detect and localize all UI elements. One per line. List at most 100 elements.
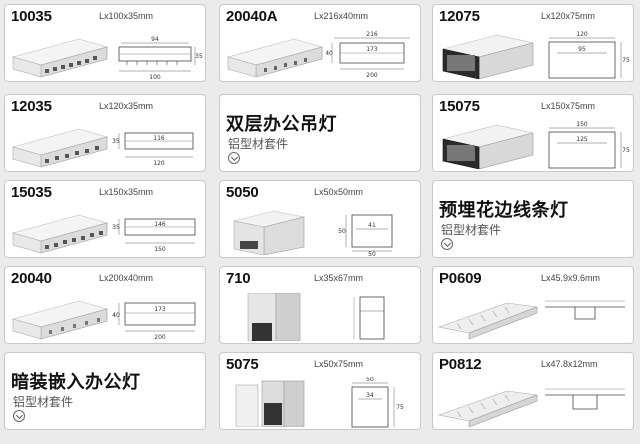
cross-section-drawing: 216 173 40 200 — [326, 29, 418, 81]
card-header: 15035 Lx150x35mm — [5, 181, 205, 207]
product-card-12035[interactable]: 12035 Lx120x35mm 116 35 120 — [4, 94, 206, 172]
dimension-value: 34 — [366, 392, 374, 399]
cross-section-drawing: 50 34 75 — [326, 377, 418, 429]
product-card-20040a[interactable]: 20040A Lx216x40mm 216 173 40 200 — [219, 4, 421, 82]
dimension-label: Lx120x35mm — [99, 101, 154, 111]
dimension-value: 41 — [368, 222, 376, 229]
card-header: 12035 Lx120x35mm — [5, 95, 205, 121]
product-card-710[interactable]: 710 Lx35x67mm — [219, 266, 421, 344]
card-header: 710 Lx35x67mm — [220, 267, 420, 293]
product-card-p0609[interactable]: P0609 Lx45.9x9.6mm — [432, 266, 634, 344]
dimension-value: 216 — [366, 31, 378, 38]
dimension-value: 146 — [154, 221, 166, 228]
cross-section-drawing: 120 95 75 — [539, 29, 631, 81]
dimension-label: Lx120x75mm — [541, 11, 596, 21]
dimension-value: 200 — [154, 334, 166, 341]
dimension-value: 35 — [112, 224, 120, 231]
profile-photo — [224, 207, 326, 255]
cross-section-drawing: 94 35 100 — [111, 29, 203, 81]
model-number: 5050 — [226, 184, 259, 201]
profile-photo — [437, 31, 539, 79]
model-number: 15075 — [439, 98, 480, 115]
profile-photo — [224, 293, 326, 341]
profile-photo — [437, 379, 539, 427]
card-header: P0812 Lx47.8x12mm — [433, 353, 633, 379]
category-title: 暗装嵌入办公灯 — [11, 372, 141, 393]
model-number: 20040A — [226, 8, 278, 25]
model-number: 12035 — [11, 98, 52, 115]
model-number: 12075 — [439, 8, 480, 25]
dimension-value: 120 — [576, 31, 588, 38]
product-card-15035[interactable]: 15035 Lx150x35mm 146 35 150 — [4, 180, 206, 258]
product-card-10035[interactable]: 10035 Lx100x35mm 94 35 100 — [4, 4, 206, 82]
chevron-down-icon[interactable] — [441, 238, 453, 250]
category-card-double-layer-pendant[interactable]: 双层办公吊灯 铝型材套件 — [219, 94, 421, 172]
dimension-value: 75 — [396, 404, 404, 411]
dimension-value: 35 — [112, 138, 120, 145]
dimension-value: 35 — [195, 53, 203, 60]
category-card-recessed-office-light[interactable]: 暗装嵌入办公灯 铝型材套件 — [4, 352, 206, 430]
product-card-5075[interactable]: 5075 Lx50x75mm 50 34 75 — [219, 352, 421, 430]
dimension-value: 40 — [112, 312, 120, 319]
model-number: 5075 — [226, 356, 259, 373]
dimension-value: 40 — [326, 50, 333, 57]
profile-photo — [224, 31, 326, 79]
dimension-label: Lx35x67mm — [314, 273, 364, 283]
category-subtitle: 铝型材套件 — [441, 223, 502, 237]
profile-photo — [9, 293, 111, 341]
model-number: 20040 — [11, 270, 52, 287]
chevron-down-icon[interactable] — [228, 152, 240, 164]
dimension-value: 125 — [576, 136, 588, 143]
card-header: 5075 Lx50x75mm — [220, 353, 420, 379]
dimension-label: Lx50x50mm — [314, 187, 364, 197]
card-header: 20040 Lx200x40mm — [5, 267, 205, 293]
dimension-value: 173 — [366, 46, 378, 53]
dimension-value: 50 — [338, 228, 346, 235]
profile-photo — [224, 379, 326, 427]
card-header: 12075 Lx120x75mm — [433, 5, 633, 31]
profile-photo — [437, 293, 539, 341]
dimension-label: Lx150x35mm — [99, 187, 154, 197]
dimension-value: 200 — [366, 72, 378, 79]
category-subtitle: 铝型材套件 — [13, 395, 74, 409]
profile-photo — [9, 31, 111, 79]
card-header: 15075 Lx150x75mm — [433, 95, 633, 121]
profile-photo — [437, 121, 539, 169]
category-card-embedded-line-light[interactable]: 预埋花边线条灯 铝型材套件 — [432, 180, 634, 258]
dimension-value: 150 — [576, 121, 588, 128]
cross-section-drawing — [539, 291, 631, 343]
card-header: 5050 Lx50x50mm — [220, 181, 420, 207]
dimension-value: 95 — [578, 46, 586, 53]
cross-section-drawing: 116 35 120 — [111, 119, 203, 171]
product-card-5050[interactable]: 5050 Lx50x50mm 41 50 50 — [219, 180, 421, 258]
profile-photo — [9, 121, 111, 169]
dimension-value: 100 — [149, 74, 161, 81]
model-number: 710 — [226, 270, 251, 287]
card-header: 10035 Lx100x35mm — [5, 5, 205, 31]
product-card-p0812[interactable]: P0812 Lx47.8x12mm — [432, 352, 634, 430]
dimension-value: 120 — [153, 160, 165, 167]
cross-section-drawing: 173 40 200 — [111, 291, 203, 343]
card-header: 20040A Lx216x40mm — [220, 5, 420, 31]
dimension-label: Lx200x40mm — [99, 273, 154, 283]
dimension-value: 94 — [151, 36, 159, 43]
dimension-value: 50 — [366, 377, 374, 383]
category-title: 预埋花边线条灯 — [439, 200, 569, 221]
product-card-20040[interactable]: 20040 Lx200x40mm 173 40 200 — [4, 266, 206, 344]
chevron-down-icon[interactable] — [13, 410, 25, 422]
model-number: 15035 — [11, 184, 52, 201]
cross-section-drawing: 41 50 50 — [326, 205, 418, 257]
product-card-15075[interactable]: 15075 Lx150x75mm 150 125 75 — [432, 94, 634, 172]
dimension-label: Lx47.8x12mm — [541, 359, 598, 369]
dimension-label: Lx100x35mm — [99, 11, 154, 21]
cross-section-drawing — [326, 291, 418, 343]
product-card-12075[interactable]: 12075 Lx120x75mm 120 95 75 — [432, 4, 634, 82]
dimension-value: 116 — [153, 135, 165, 142]
dimension-label: Lx45.9x9.6mm — [541, 273, 601, 283]
cross-section-drawing: 146 35 150 — [111, 205, 203, 257]
category-subtitle: 铝型材套件 — [228, 137, 289, 151]
dimension-label: Lx150x75mm — [541, 101, 596, 111]
dimension-label: Lx216x40mm — [314, 11, 369, 21]
dimension-value: 150 — [154, 246, 166, 253]
cross-section-drawing — [539, 377, 631, 429]
